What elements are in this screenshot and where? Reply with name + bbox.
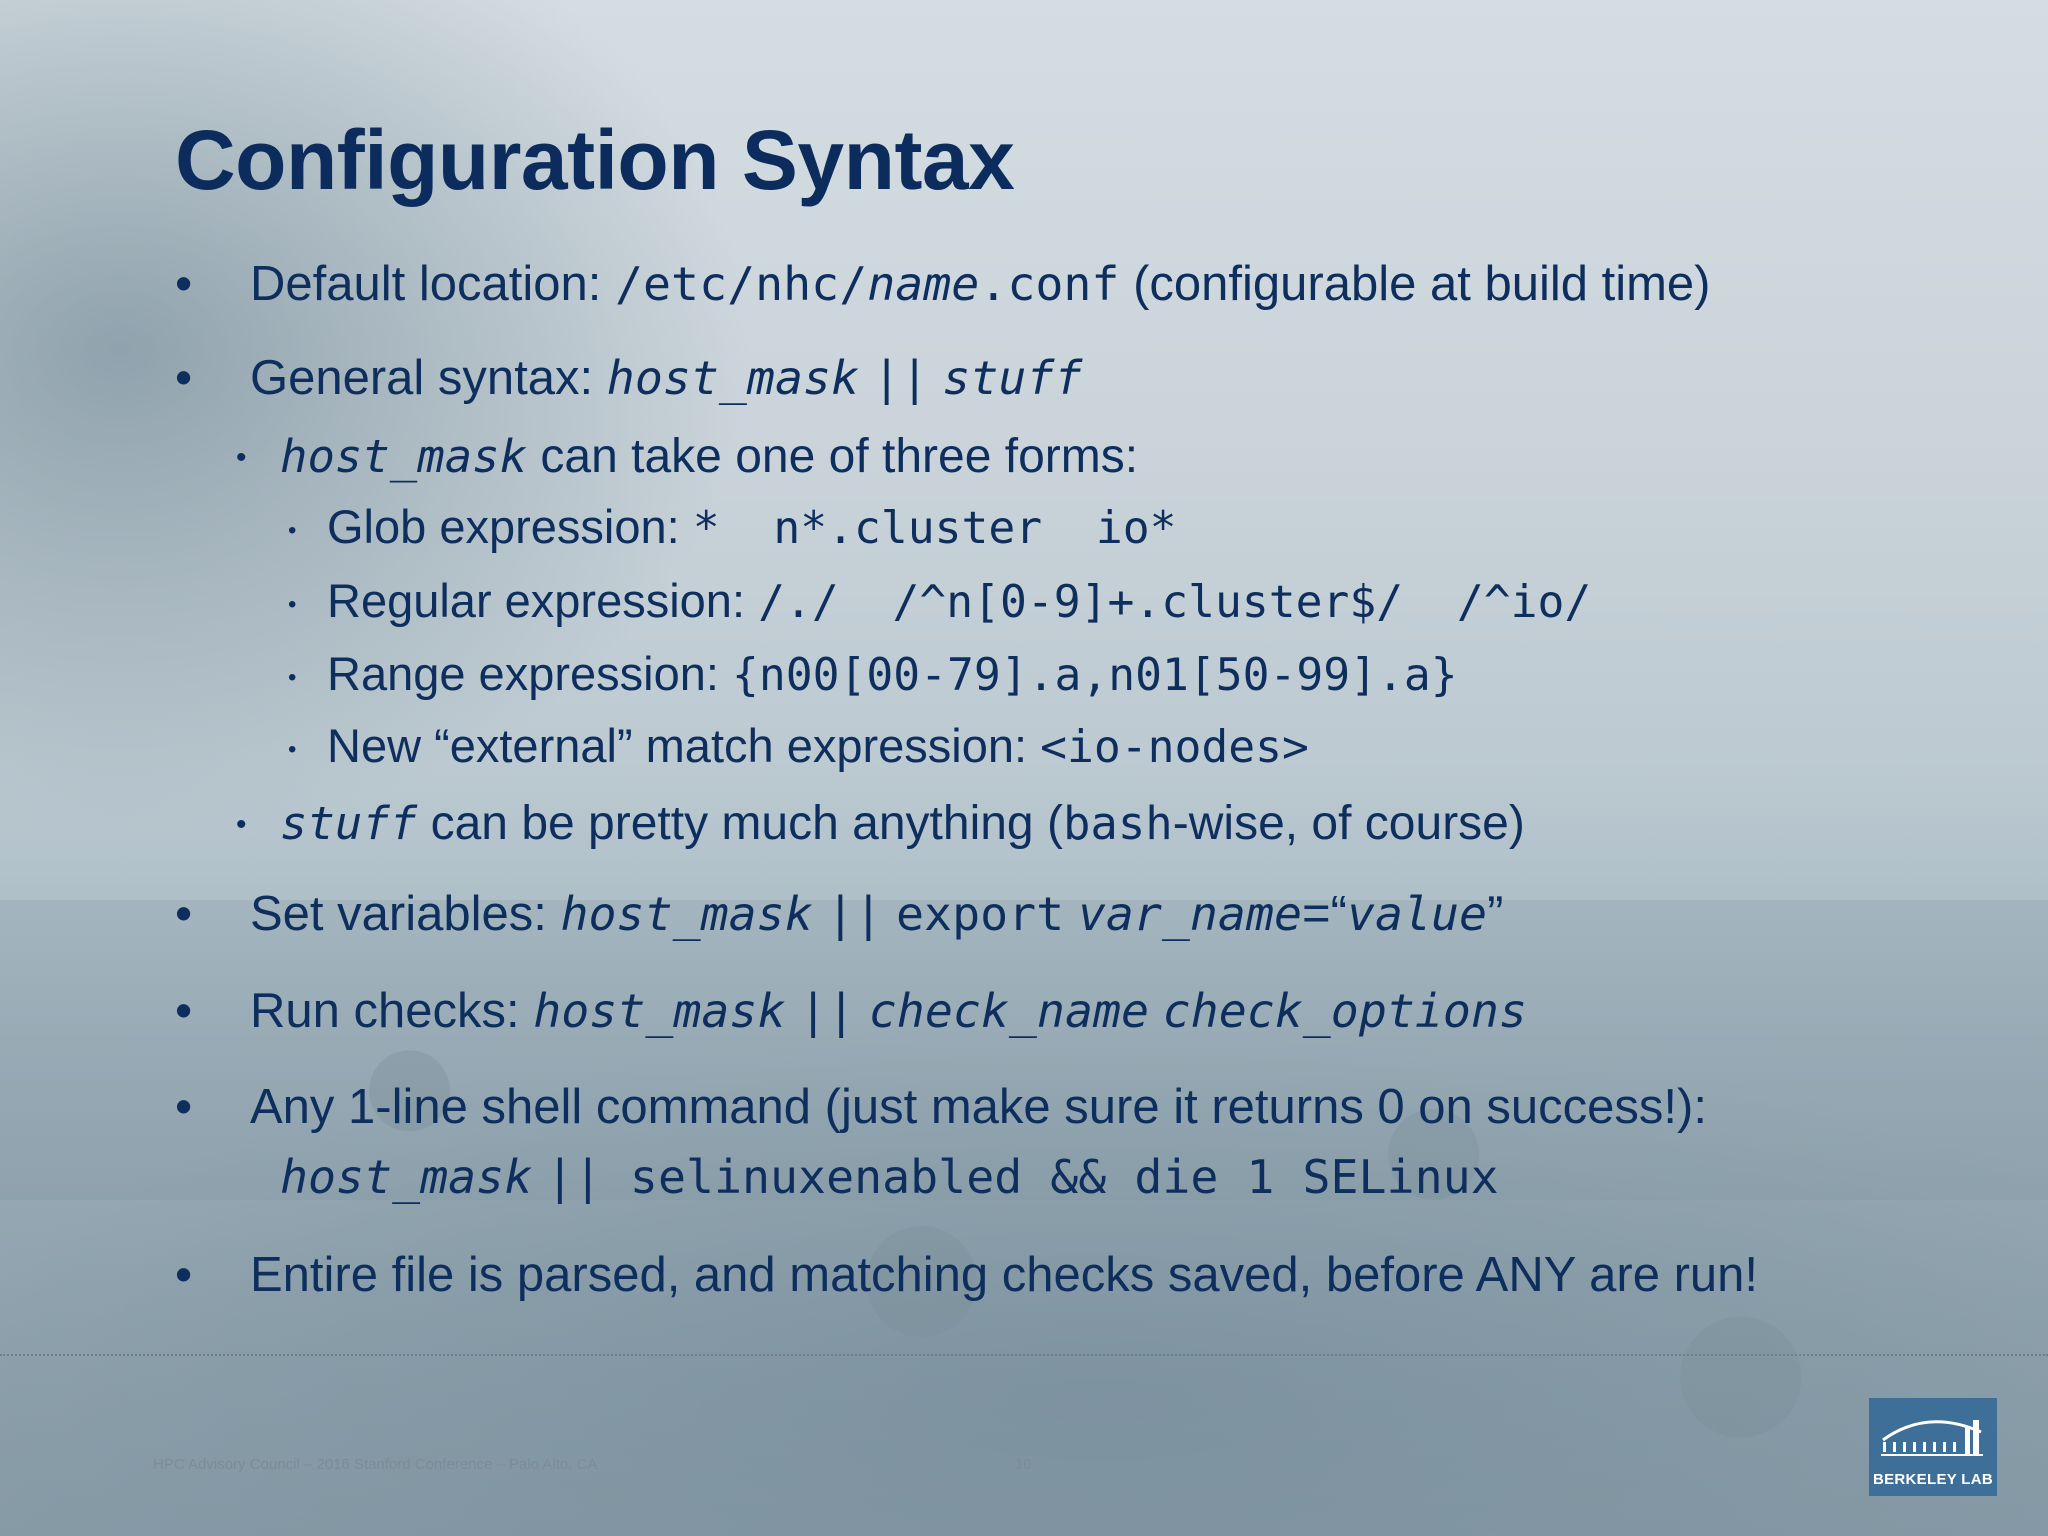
sub-bullet-marker: • xyxy=(236,808,247,841)
regular-expression: Regular expression: /./ /^n[0-9]+.cluste… xyxy=(327,573,1591,628)
or-separator: || xyxy=(826,887,883,941)
bullet-run-checks: Run checks: host_mask || check_name chec… xyxy=(250,983,1527,1039)
range-expression: Range expression: {n00[00-79].a,n01[50-9… xyxy=(327,646,1458,701)
check-options: check_options xyxy=(1162,984,1527,1038)
bullet-label: Set variables: xyxy=(250,887,547,941)
sub-sub-bullet-marker: • xyxy=(288,517,297,544)
bullet-label: Default location: xyxy=(250,257,602,311)
host-mask-term: host_mask xyxy=(280,1150,533,1204)
host-mask-term: host_mask xyxy=(606,351,860,405)
config-path: /etc/nhc/name.conf xyxy=(615,257,1120,311)
footer-conference: HPC Advisory Council – 2016 Stanford Con… xyxy=(153,1456,598,1473)
host-mask-term: host_mask xyxy=(560,887,813,941)
bullet-label: General syntax: xyxy=(250,351,594,405)
external-label: New “external” match expression: xyxy=(327,719,1028,772)
var-value: value xyxy=(1346,887,1488,941)
export-keyword: export xyxy=(896,887,1065,941)
bullet-parsed: Entire file is parsed, and matching chec… xyxy=(250,1248,1759,1302)
host-mask-term: host_mask xyxy=(533,984,786,1038)
equals-quote: =“ xyxy=(1302,887,1347,941)
sub-bullet-stuff: stuff can be pretty much anything (bash-… xyxy=(280,796,1525,851)
bullet-set-variables: Set variables: host_mask || export var_n… xyxy=(250,886,1503,942)
host-mask-term: host_mask xyxy=(280,430,528,483)
check-name: check_name xyxy=(868,984,1150,1038)
external-code: <io-nodes> xyxy=(1040,721,1309,773)
bullet-marker: • xyxy=(175,257,193,311)
glob-label: Glob expression: xyxy=(327,500,680,553)
build-note: (configurable at build time) xyxy=(1133,257,1711,311)
or-separator: || xyxy=(872,351,929,405)
stuff-text-before: can be pretty much anything ( xyxy=(430,797,1063,850)
bullet-marker: • xyxy=(175,887,193,941)
glob-code: * n*.cluster io* xyxy=(692,502,1177,554)
bullet-label: Run checks: xyxy=(250,984,520,1038)
stuff-text-after: -wise, of course) xyxy=(1172,797,1525,850)
shell-code: || selinuxenabled && die 1 SELinux xyxy=(545,1150,1499,1204)
slide-title: Configuration Syntax xyxy=(175,113,1015,207)
berkeley-lab-logo-mark xyxy=(1881,1420,1983,1456)
sub-bullet-marker: • xyxy=(236,441,247,474)
bullet-marker: • xyxy=(175,984,193,1038)
stuff-term: stuff xyxy=(942,351,1083,405)
forms-text: can take one of three forms: xyxy=(540,430,1139,483)
sub-sub-bullet-marker: • xyxy=(288,664,297,691)
bash-code: bash xyxy=(1062,797,1173,850)
sub-bullet-host-mask-forms: host_mask can take one of three forms: xyxy=(280,429,1138,484)
bullet-default-location: Default location: /etc/nhc/name.conf (co… xyxy=(250,256,1710,312)
background-rocks xyxy=(0,900,2048,1536)
bullet-marker: • xyxy=(175,351,193,405)
logo-text: BERKELEY LAB xyxy=(1872,1471,1993,1488)
berkeley-lab-logo: BERKELEY LAB xyxy=(1869,1398,1997,1496)
var-name: var_name xyxy=(1077,887,1303,941)
external-expression: New “external” match expression: <io-nod… xyxy=(327,718,1309,773)
sub-sub-bullet-marker: • xyxy=(288,736,297,763)
range-label: Range expression: xyxy=(327,647,719,700)
footer-separator xyxy=(0,1354,2048,1356)
bullet-shell-command: Any 1-line shell command (just make sure… xyxy=(250,1080,1707,1134)
shell-command-example: host_mask || selinuxenabled && die 1 SEL… xyxy=(280,1149,1499,1205)
bullet-marker: • xyxy=(175,1080,193,1134)
footer-page-number: 10 xyxy=(1015,1456,1032,1473)
bullet-general-syntax: General syntax: host_mask || stuff xyxy=(250,350,1082,406)
stuff-term: stuff xyxy=(280,797,418,850)
bullet-marker: • xyxy=(175,1248,193,1302)
regex-label: Regular expression: xyxy=(327,574,745,627)
or-separator: || xyxy=(799,984,856,1038)
range-code: {n00[00-79].a,n01[50-99].a} xyxy=(731,649,1458,701)
close-quote: ” xyxy=(1487,887,1504,941)
regex-code: /./ /^n[0-9]+.cluster$/ /^io/ xyxy=(758,576,1592,628)
glob-expression: Glob expression: * n*.cluster io* xyxy=(327,499,1177,554)
sub-sub-bullet-marker: • xyxy=(288,591,297,618)
